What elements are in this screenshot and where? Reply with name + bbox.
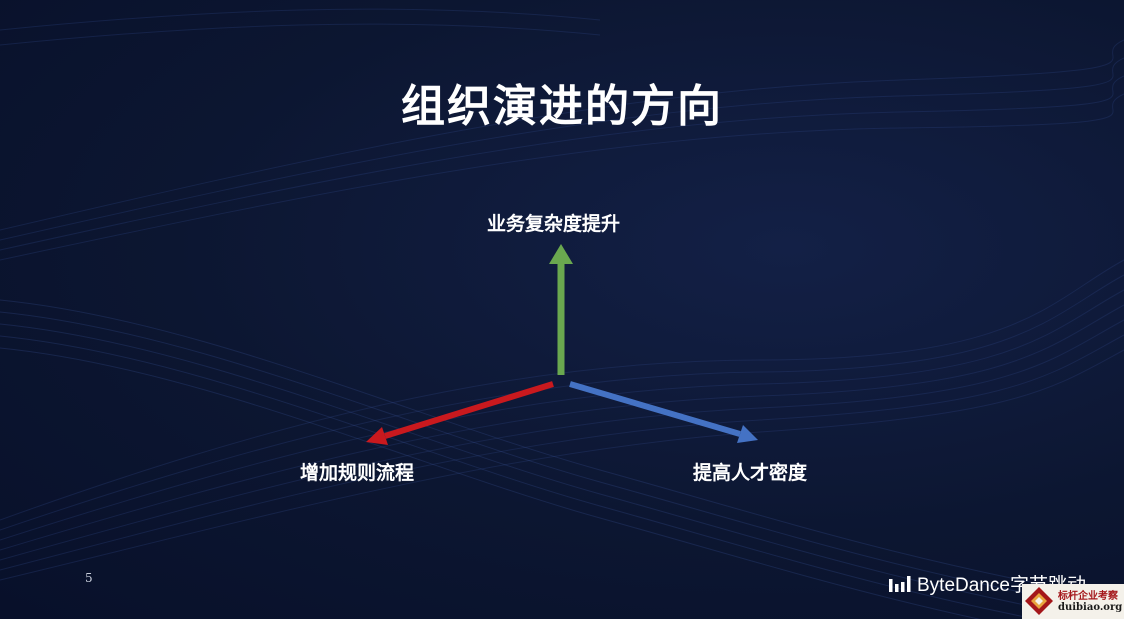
left-direction-label: 增加规则流程 [300,462,415,484]
up-direction-label: 业务复杂度提升 [487,213,621,235]
left-arrow-shaft [384,381,554,439]
bytedance-bars-icon [889,575,911,592]
right-direction-label: 提高人才密度 [693,462,808,484]
watermark: 标杆企业考察 duibiao.org [1022,584,1124,619]
up-arrow-head [549,244,573,264]
right-arrow-head [737,425,758,443]
watermark-url: duibiao.org [1058,601,1123,613]
right-arrow-shaft [569,381,741,437]
page-title: 组织演进的方向 [401,81,723,132]
left-arrow-head [366,427,388,445]
diamond-logo-icon [1025,587,1053,615]
page-number: 5 [85,571,93,585]
watermark-title: 标杆企业考察 [1058,590,1118,602]
